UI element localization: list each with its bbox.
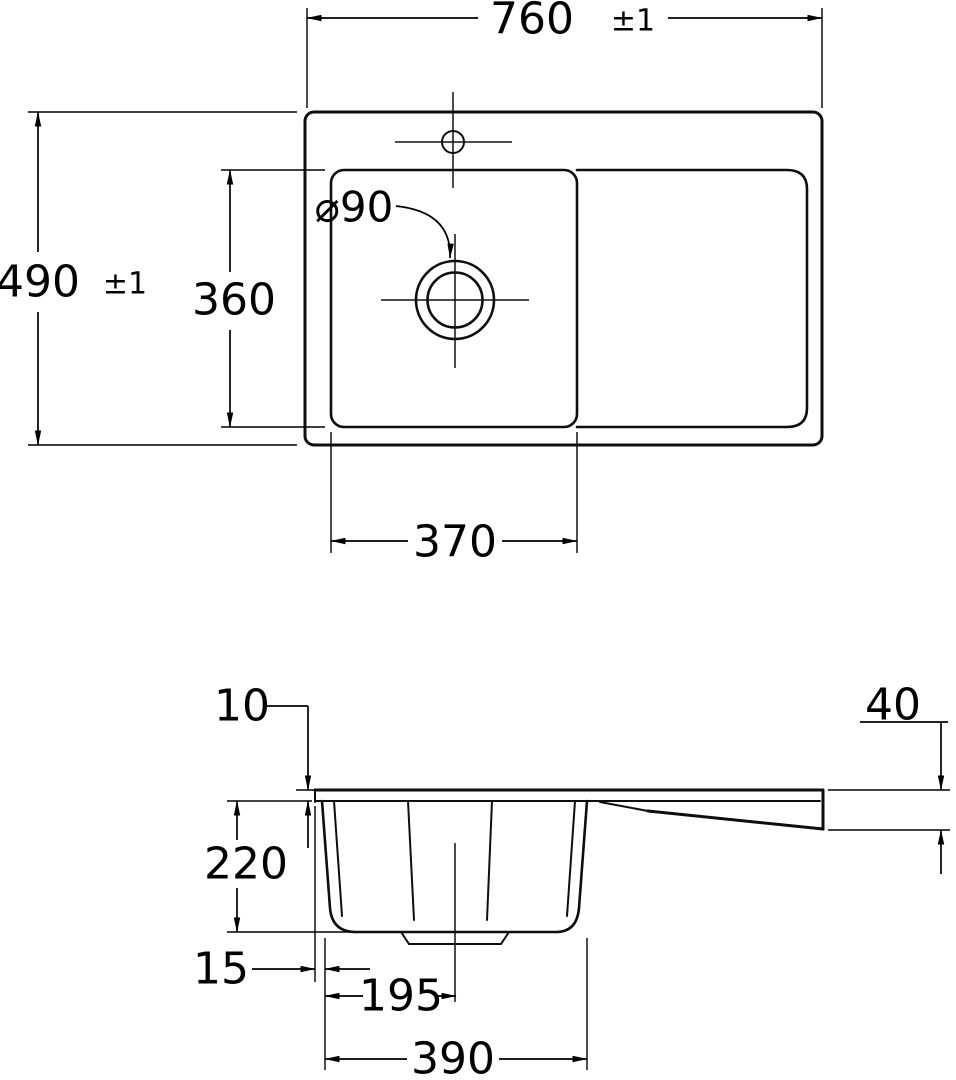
drainboard-underside-taper [599,801,649,812]
bowl-wall-inner-right [566,800,576,917]
dim-label-drain-diameter: ⌀90 [315,183,394,232]
dim-label-bowl-outer-width: 390 [411,1034,495,1080]
dim-overall-depth: 490 ±1 [0,111,297,446]
dim-bowl-inner-width: 370 [330,432,578,568]
dim-label-bowl-inner-width: 370 [413,517,497,568]
drainboard-outline [575,168,809,429]
dim-label-edge-offset: 15 [193,944,249,995]
dim-overall-width: 760 ±1 [306,0,823,108]
bowl-wall-inner-left [333,800,343,917]
drainboard-underside [646,809,825,831]
dim-label-bowl-inner-depth: 360 [192,275,276,326]
dim-label-overall-depth-tolerance: ±1 [103,267,147,302]
bowl-outline [329,168,579,429]
dim-bowl-outer-width: 390 [324,938,588,1080]
side-view: 10 40 220 15 [193,680,950,1080]
dim-label-overall-depth: 490 [0,257,80,308]
dim-label-center-offset: 195 [359,971,443,1022]
dim-right-edge-height: 40 [828,680,950,874]
dim-label-overall-width-tolerance: ±1 [611,4,655,39]
dim-rim-thickness: 10 [214,681,317,848]
sink-outline [303,110,824,447]
dim-center-offset: 195 [324,938,457,1070]
dim-bowl-inner-depth: 360 [192,169,325,428]
top-view: 760 ±1 490 ±1 360 370 [0,0,824,568]
dim-bowl-depth: 220 [204,800,350,933]
bowl-section-outer [320,799,589,934]
dim-edge-offset: 15 [193,806,370,995]
dim-label-overall-width: 760 [490,0,574,45]
dim-label-bowl-depth: 220 [204,839,288,890]
dim-drain-diameter: ⌀90 [315,183,454,259]
dim-label-right-edge-height: 40 [865,680,921,731]
bowl-back-wall-left [407,800,415,921]
bowl-back-wall-right [486,800,493,921]
dim-label-rim-thickness: 10 [214,681,270,732]
